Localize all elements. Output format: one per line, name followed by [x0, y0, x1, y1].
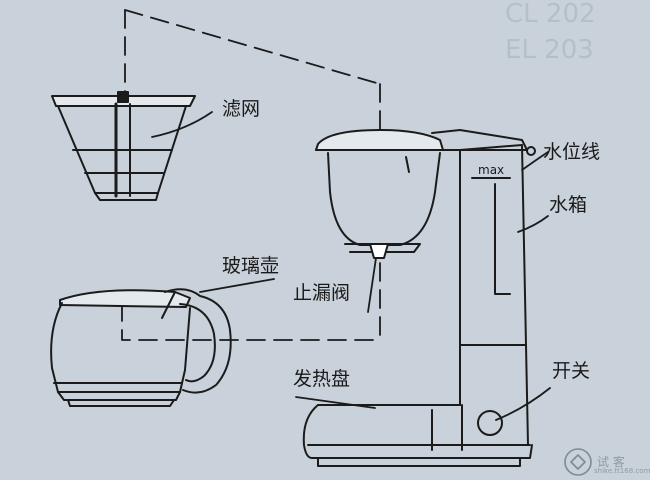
svg-text:CL 202: CL 202 — [505, 0, 596, 29]
watermark-url: shike.tt168.com — [594, 467, 650, 475]
glass-pot — [50, 288, 232, 407]
watermark-logo — [564, 448, 592, 476]
svg-text:EL 203: EL 203 — [505, 35, 594, 65]
label-heating-plate: 发热盘 — [293, 368, 351, 390]
label-glass-pot: 玻璃壶 — [222, 255, 280, 277]
watermark-text: 试 客 — [597, 455, 625, 469]
drip-stop-valve — [369, 243, 389, 259]
label-drip-stop-valve: 止漏阀 — [293, 282, 351, 304]
coffee-maker-body — [302, 129, 536, 467]
label-water-tank: 水箱 — [549, 194, 588, 216]
label-filter: 滤网 — [222, 98, 261, 120]
assembly-dashed-lines — [121, 9, 381, 341]
label-water-level-line: 水位线 — [543, 141, 601, 163]
label-max-mark: max — [478, 163, 505, 177]
filter-basket — [51, 91, 196, 201]
bleed-through-text: CL 202 EL 203 — [505, 0, 596, 65]
label-switch: 开关 — [552, 360, 591, 382]
leader-lines — [151, 111, 551, 421]
